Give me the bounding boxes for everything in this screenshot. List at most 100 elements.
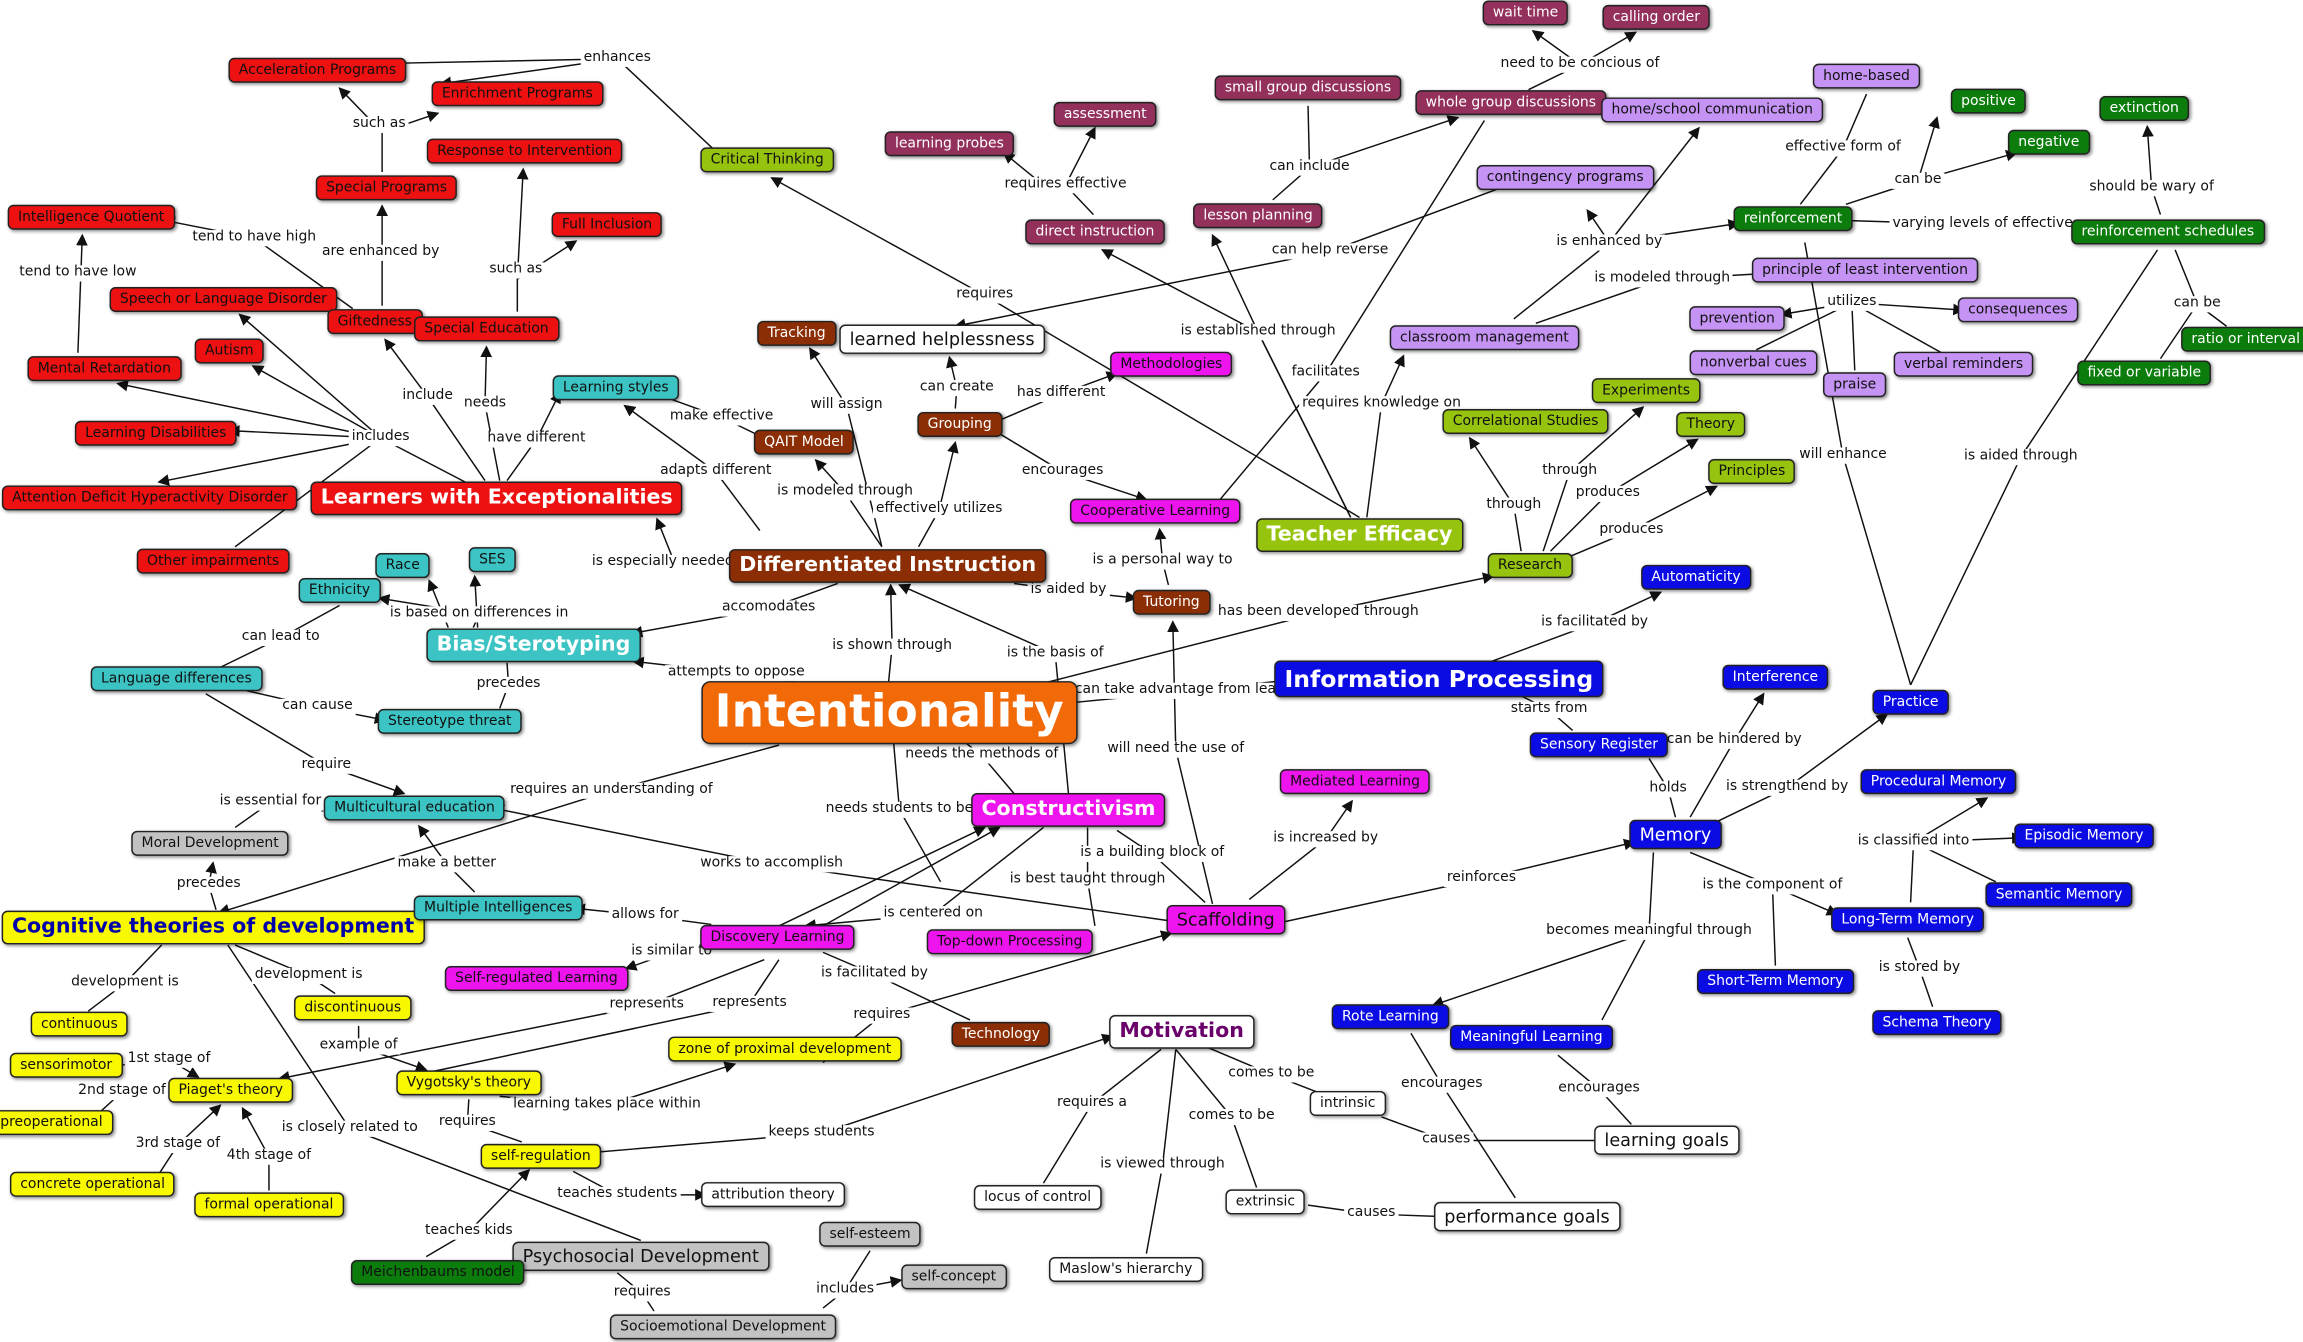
concept-ses[interactable]: SES xyxy=(468,547,516,573)
concept-learned-help[interactable]: learned helplessness xyxy=(839,324,1045,355)
concept-motivation[interactable]: Motivation xyxy=(1109,1014,1255,1049)
concept-intentionality[interactable]: Intentionality xyxy=(701,681,1077,745)
concept-locus[interactable]: locus of control xyxy=(973,1185,1102,1211)
concept-sensory[interactable]: Sensory Register xyxy=(1529,732,1669,758)
concept-teacher-eff[interactable]: Teacher Efficacy xyxy=(1256,518,1463,552)
concept-learn-dis[interactable]: Learning Disabilities xyxy=(74,420,237,447)
concept-maslow[interactable]: Maslow's hierarchy xyxy=(1048,1257,1203,1283)
concept-learning-probes[interactable]: learning probes xyxy=(884,131,1015,157)
concept-attribution[interactable]: attribution theory xyxy=(701,1182,846,1208)
concept-learning-goals[interactable]: learning goals xyxy=(1594,1125,1740,1156)
concept-episodic[interactable]: Episodic Memory xyxy=(2014,823,2154,850)
concept-giftedness[interactable]: Giftedness xyxy=(327,309,423,335)
concept-self-regulation[interactable]: self-regulation xyxy=(480,1143,602,1170)
concept-special-ed[interactable]: Special Education xyxy=(414,316,559,342)
concept-self-esteem[interactable]: self-esteem xyxy=(819,1221,921,1248)
concept-tutoring[interactable]: Tutoring xyxy=(1132,589,1210,616)
concept-theory[interactable]: Theory xyxy=(1676,411,1746,438)
concept-stm[interactable]: Short-Term Memory xyxy=(1696,968,1854,995)
concept-verbal-rem[interactable]: verbal reminders xyxy=(1893,351,2034,378)
concept-speech[interactable]: Speech or Language Disorder xyxy=(109,287,338,313)
concept-learning-styles[interactable]: Learning styles xyxy=(552,375,680,401)
concept-discovery[interactable]: Discovery Learning xyxy=(700,924,855,951)
concept-preoperational[interactable]: preoperational xyxy=(0,1110,113,1136)
concept-formal[interactable]: formal operational xyxy=(194,1192,344,1218)
concept-experiments[interactable]: Experiments xyxy=(1591,378,1701,404)
concept-meichenbaum[interactable]: Meichenbaums model xyxy=(350,1259,526,1286)
concept-fixed[interactable]: fixed or variable xyxy=(2077,360,2212,387)
concept-positive[interactable]: positive xyxy=(1950,88,2027,115)
concept-special-prog[interactable]: Special Programs xyxy=(315,175,458,201)
concept-consequences[interactable]: consequences xyxy=(1957,297,2079,323)
concept-intrinsic[interactable]: intrinsic xyxy=(1309,1090,1386,1117)
concept-reinforcement[interactable]: reinforcement xyxy=(1733,206,1853,232)
concept-piaget[interactable]: Piaget's theory xyxy=(168,1077,294,1104)
concept-info-proc[interactable]: Information Processing xyxy=(1274,660,1604,698)
concept-schema[interactable]: Schema Theory xyxy=(1872,1010,2002,1036)
concept-other-imp[interactable]: Other impairments xyxy=(136,548,290,575)
concept-rote[interactable]: Rote Learning xyxy=(1331,1004,1449,1030)
concept-sensorimotor[interactable]: sensorimotor xyxy=(9,1052,123,1079)
concept-lesson-planning[interactable]: lesson planning xyxy=(1193,203,1324,229)
concept-negative[interactable]: negative xyxy=(2007,129,2090,156)
concept-continuous[interactable]: continuous xyxy=(30,1011,129,1038)
concept-coop-learning[interactable]: Cooperative Learning xyxy=(1069,498,1241,525)
concept-adhd[interactable]: Attention Deficit Hyperactivity Disorder xyxy=(1,485,298,512)
concept-diff-instr[interactable]: Differentiated Instruction xyxy=(728,549,1047,583)
concept-methodologies[interactable]: Methodologies xyxy=(1110,351,1233,378)
concept-meaningful[interactable]: Meaningful Learning xyxy=(1449,1024,1613,1051)
concept-psychosocial[interactable]: Psychosocial Development xyxy=(512,1241,770,1272)
concept-grouping[interactable]: Grouping xyxy=(917,411,1003,438)
concept-concrete[interactable]: concrete operational xyxy=(9,1171,176,1198)
concept-zpd[interactable]: zone of proximal development xyxy=(668,1036,902,1063)
concept-interference[interactable]: Interference xyxy=(1722,664,1829,691)
concept-socioemotional[interactable]: Socioemotional Development xyxy=(609,1314,837,1340)
concept-self-concept[interactable]: self-concept xyxy=(901,1264,1007,1290)
concept-extinction[interactable]: extinction xyxy=(2099,95,2190,122)
concept-small-group[interactable]: small group discussions xyxy=(1214,75,1402,101)
concept-accel[interactable]: Acceleration Programs xyxy=(228,57,407,84)
concept-stereo-threat[interactable]: Stereotype threat xyxy=(377,708,522,735)
concept-pli[interactable]: principle of least intervention xyxy=(1751,257,1979,284)
concept-automaticity[interactable]: Automaticity xyxy=(1641,564,1751,591)
concept-wait-time[interactable]: wait time xyxy=(1482,0,1569,27)
concept-multi-intel[interactable]: Multiple Intelligences xyxy=(413,895,583,922)
concept-self-reg-learning[interactable]: Self-regulated Learning xyxy=(444,966,629,992)
concept-praise[interactable]: praise xyxy=(1823,372,1887,398)
concept-moral[interactable]: Moral Development xyxy=(131,830,290,857)
concept-procedural[interactable]: Procedural Memory xyxy=(1860,769,2017,795)
concept-practice[interactable]: Practice xyxy=(1872,689,1949,716)
concept-lang-diff[interactable]: Language differences xyxy=(90,666,263,692)
concept-whole-group[interactable]: whole group discussions xyxy=(1415,90,1607,116)
concept-iq[interactable]: Intelligence Quotient xyxy=(7,204,175,231)
concept-full-incl[interactable]: Full Inclusion xyxy=(551,212,663,238)
concept-enrich[interactable]: Enrichment Programs xyxy=(431,81,604,107)
concept-nonverbal[interactable]: nonverbal cues xyxy=(1689,350,1818,376)
concept-scaffolding[interactable]: Scaffolding xyxy=(1166,905,1286,936)
concept-semantic[interactable]: Semantic Memory xyxy=(1985,882,2133,908)
concept-mental-ret[interactable]: Mental Retardation xyxy=(27,356,182,382)
concept-assessment[interactable]: assessment xyxy=(1053,101,1157,128)
concept-prevention[interactable]: prevention xyxy=(1689,306,1786,332)
concept-rti[interactable]: Response to Intervention xyxy=(426,138,623,165)
concept-cog-theories[interactable]: Cognitive theories of development xyxy=(1,910,425,945)
concept-discontinuous[interactable]: discontinuous xyxy=(294,995,412,1021)
concept-multicultural[interactable]: Multicultural education xyxy=(323,795,506,822)
concept-top-down[interactable]: Top-down Processing xyxy=(926,929,1093,955)
concept-research[interactable]: Research xyxy=(1487,553,1573,579)
concept-correlational[interactable]: Correlational Studies xyxy=(1442,409,1609,435)
concept-performance-goals[interactable]: performance goals xyxy=(1434,1201,1621,1232)
concept-direct-instr[interactable]: direct instruction xyxy=(1025,219,1165,245)
concept-learners-exc[interactable]: Learners with Exceptionalities xyxy=(310,481,684,515)
concept-autism[interactable]: Autism xyxy=(194,338,264,365)
concept-critical[interactable]: Critical Thinking xyxy=(700,147,835,173)
concept-ratio[interactable]: ratio or interval xyxy=(2181,326,2303,353)
concept-principles[interactable]: Principles xyxy=(1708,458,1796,485)
concept-home-based[interactable]: home-based xyxy=(1812,63,1921,90)
concept-qait[interactable]: QAIT Model xyxy=(753,429,854,456)
concept-memory[interactable]: Memory xyxy=(1629,819,1722,850)
concept-home-school[interactable]: home/school communication xyxy=(1601,97,1824,124)
concept-technology[interactable]: Technology xyxy=(951,1021,1051,1048)
concept-constructivism[interactable]: Constructivism xyxy=(971,793,1166,827)
concept-mediated[interactable]: Mediated Learning xyxy=(1279,769,1431,795)
